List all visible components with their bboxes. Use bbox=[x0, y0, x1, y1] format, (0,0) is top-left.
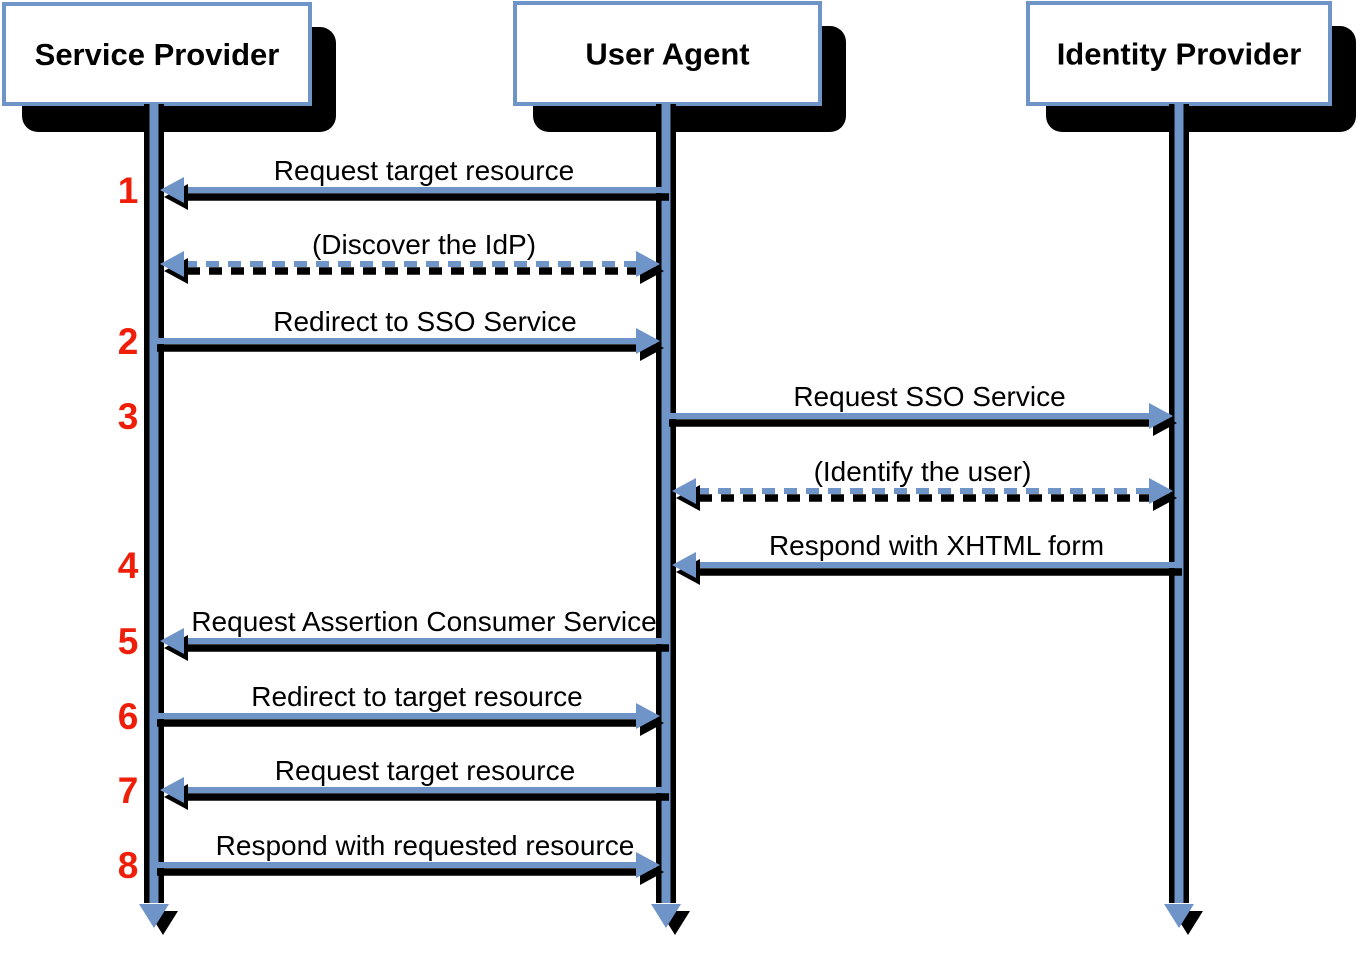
arrowhead-icon bbox=[636, 251, 660, 277]
lifeline-end-arrow-icon-service-provider bbox=[139, 904, 169, 928]
arrowhead-icon bbox=[160, 628, 184, 654]
arrowhead-icon bbox=[160, 777, 184, 803]
arrowhead-icon bbox=[636, 852, 660, 878]
message-label: (Discover the IdP) bbox=[312, 229, 536, 260]
arrowhead-icon bbox=[672, 478, 696, 504]
arrowhead-icon bbox=[1149, 478, 1173, 504]
lifeline-end-arrow-icon-identity-provider bbox=[1164, 904, 1194, 928]
arrowhead-icon bbox=[1149, 403, 1173, 429]
arrowhead-icon bbox=[636, 703, 660, 729]
arrowhead-icon bbox=[672, 552, 696, 578]
step-number: 7 bbox=[118, 770, 139, 811]
lifeline-end-arrow-icon-user-agent bbox=[651, 904, 681, 928]
message-label: Request Assertion Consumer Service bbox=[191, 606, 656, 637]
actor-title-user-agent: User Agent bbox=[585, 37, 749, 72]
actor-title-identity-provider: Identity Provider bbox=[1057, 37, 1302, 72]
message-label: Redirect to SSO Service bbox=[273, 306, 576, 337]
step-number: 2 bbox=[118, 321, 139, 362]
step-number: 6 bbox=[118, 696, 139, 737]
actor-box-user-agent bbox=[513, 1, 822, 106]
arrowhead-icon bbox=[160, 251, 184, 277]
step-number: 8 bbox=[118, 845, 139, 886]
actor-box-identity-provider bbox=[1026, 1, 1332, 106]
arrowhead-icon bbox=[636, 328, 660, 354]
message-label: (Identify the user) bbox=[814, 456, 1032, 487]
step-number: 5 bbox=[118, 621, 139, 662]
arrowhead-icon bbox=[160, 177, 184, 203]
message-label: Request target resource bbox=[275, 755, 575, 786]
message-label: Respond with XHTML form bbox=[769, 530, 1104, 561]
step-number: 3 bbox=[118, 396, 139, 437]
actor-box-service-provider bbox=[2, 2, 312, 106]
message-label: Request SSO Service bbox=[793, 381, 1065, 412]
step-number: 4 bbox=[118, 545, 139, 586]
actor-title-service-provider: Service Provider bbox=[35, 37, 280, 72]
message-label: Respond with requested resource bbox=[216, 830, 635, 861]
message-label: Redirect to target resource bbox=[251, 681, 583, 712]
message-label: Request target resource bbox=[274, 155, 574, 186]
step-number: 1 bbox=[118, 170, 139, 211]
